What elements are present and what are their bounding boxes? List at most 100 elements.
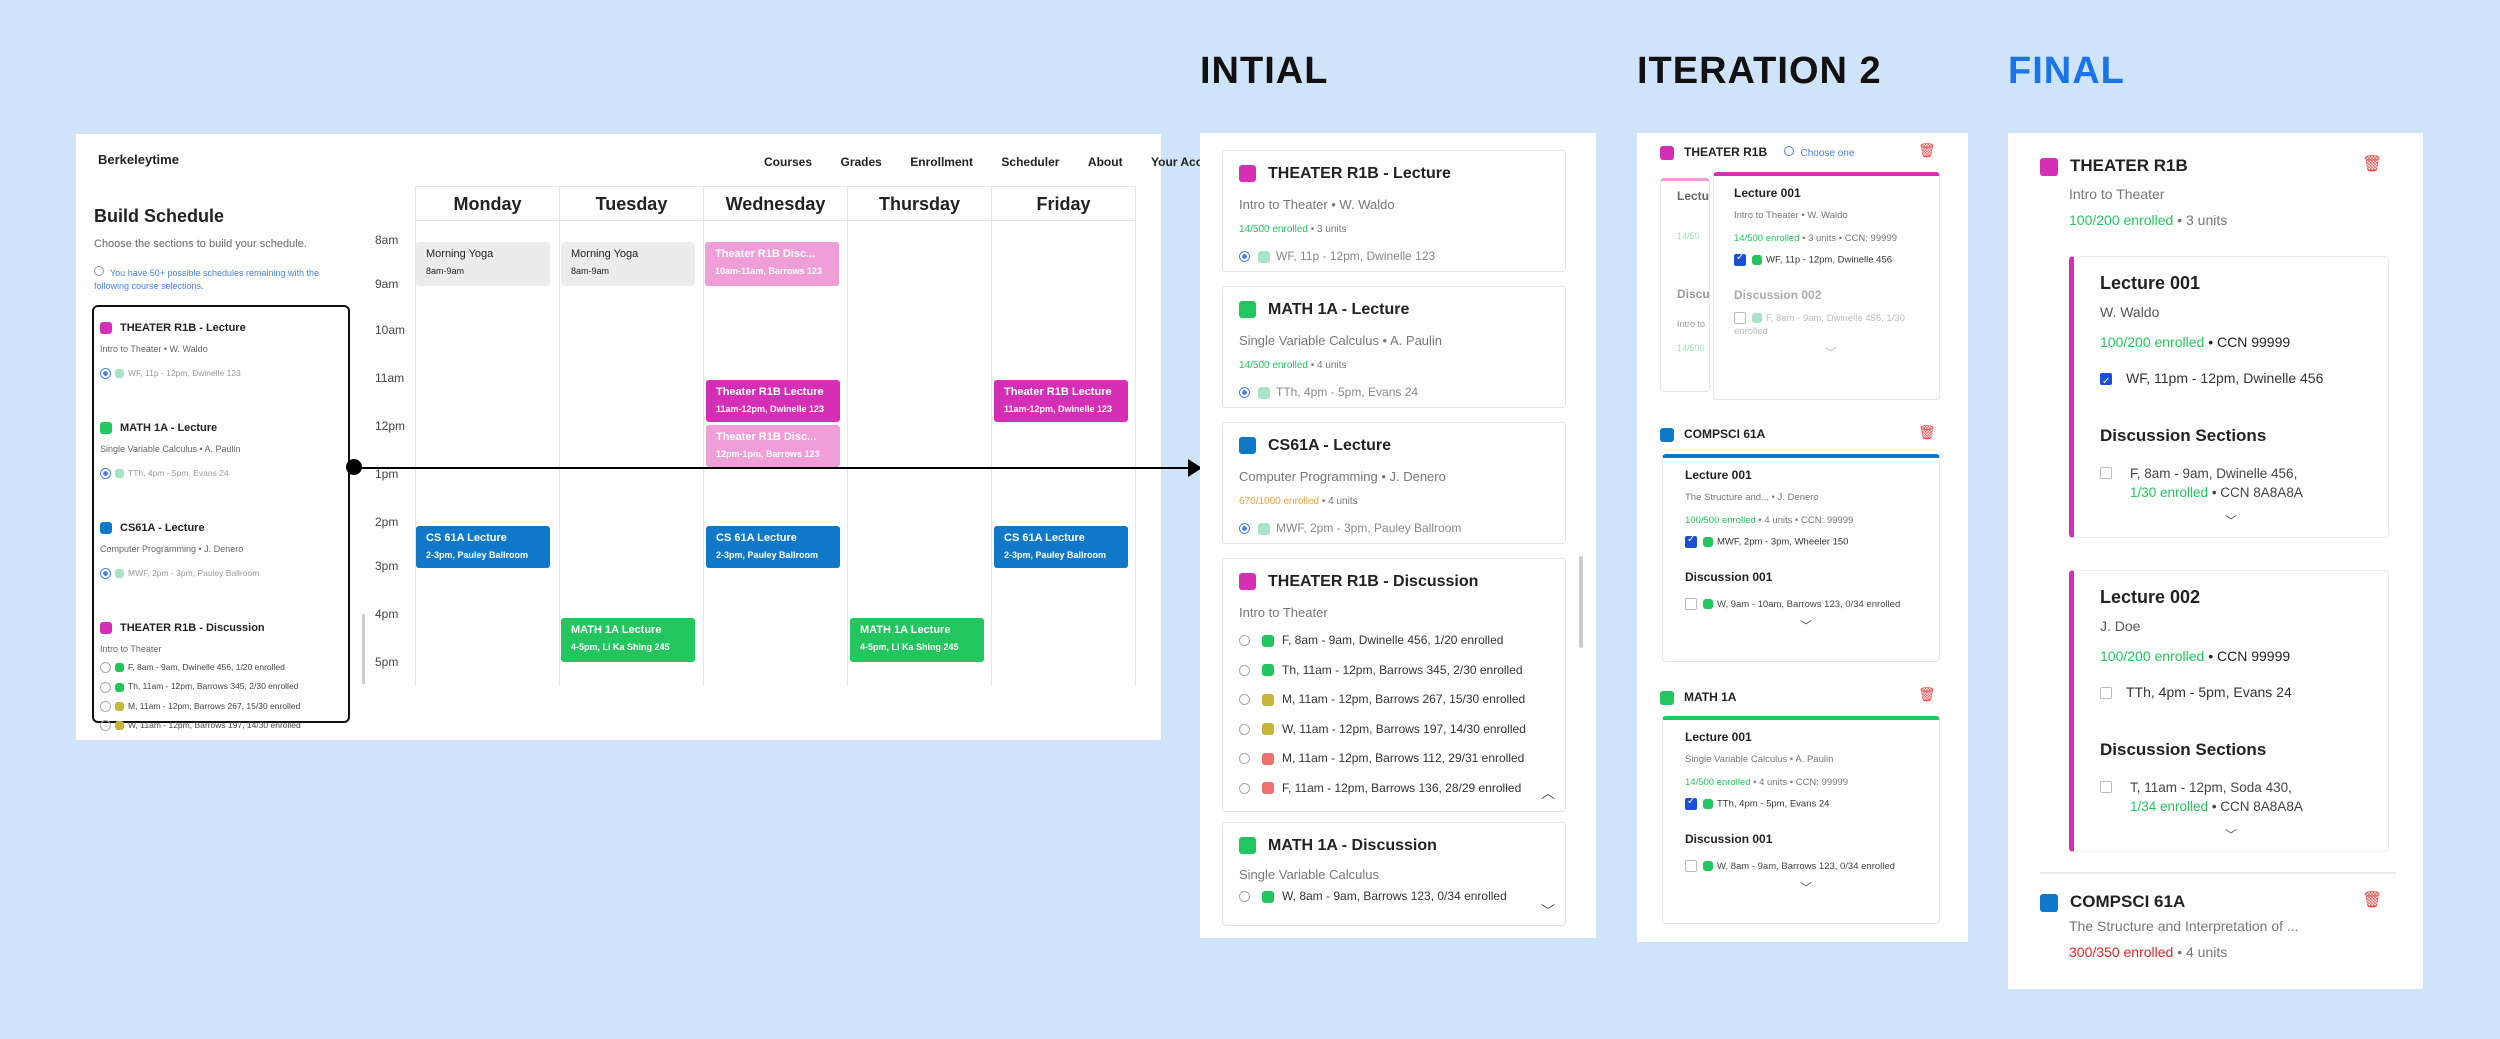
chevron-down-icon[interactable]: ﹀ [1799, 619, 1812, 633]
list-item-theater-discussion[interactable]: THEATER R1B - Discussion Intro to Theate… [100, 622, 350, 732]
time-label: 9am [375, 277, 399, 291]
checkbox[interactable] [1734, 312, 1746, 325]
disc-text: Th, 11am - 12pm, Barrows 345, 2/30 enrol… [1282, 662, 1523, 677]
nav-courses[interactable]: Courses [764, 155, 813, 169]
radio[interactable] [1239, 694, 1250, 706]
units: • 4 units [1307, 360, 1347, 371]
disc-option[interactable]: F, 11am - 12pm, Barrows 136, 28/29 enrol… [1239, 774, 1549, 804]
disc-option[interactable]: W, 8am - 9am, Barrows 123, 0/34 enrolled [1239, 882, 1549, 912]
disc-heading: Discussion 001 [1685, 832, 1773, 846]
disc-option[interactable]: M, 11am - 12pm, Barrows 112, 29/31 enrol… [1239, 744, 1549, 774]
disc-option[interactable]: M, 11am - 12pm, Barrows 267, 15/30 enrol… [1239, 685, 1549, 715]
radio-selected[interactable] [1239, 251, 1250, 263]
it-theater-popup-card[interactable]: Lecture 001 Intro to Theater • W. Waldo … [1713, 172, 1940, 400]
chevron-down-icon[interactable]: ﹀ [1799, 881, 1812, 895]
final-lecture-001-card[interactable]: Lecture 001 W. Waldo 100/200 enrolled • … [2069, 256, 2389, 538]
radio[interactable] [1239, 782, 1250, 794]
nav-grades[interactable]: Grades [840, 155, 882, 169]
brand-logo[interactable]: Berkeleytime [98, 152, 179, 167]
trash-icon[interactable]: 🗑 [2362, 156, 2383, 173]
hint-text: Choose one [1800, 148, 1855, 159]
list-item-math-lecture[interactable]: MATH 1A - Lecture Single Variable Calcul… [100, 422, 350, 480]
heading-final: FINAL [2008, 50, 2125, 92]
enrolled: 14/500 enrolled [1239, 224, 1308, 235]
radio[interactable] [1239, 753, 1250, 765]
event-theater-disc2[interactable]: Theater R1B Disc...12pm-1pm, Barrows 123 [706, 425, 840, 467]
initial-card-math-discussion[interactable]: MATH 1A - Discussion Single Variable Cal… [1222, 822, 1566, 926]
enrolled: 14/500 enrolled [1734, 233, 1800, 244]
ccn: • CCN 99999 [2204, 648, 2291, 664]
radio-selected[interactable] [100, 368, 111, 380]
chevron-up-icon[interactable]: ︿ [1541, 785, 1555, 801]
final-cs-desc: The Structure and Interpretation of ... [2069, 918, 2299, 934]
lecture-name: Lecture 001 [1734, 186, 1801, 200]
disc-text: F, 8am - 9am, Dwinelle 456, 1/20 enrolle… [1282, 633, 1504, 647]
units: • 3 units [1307, 224, 1347, 235]
chevron-down-icon[interactable]: ﹀ [2224, 514, 2237, 528]
radio-selected[interactable] [1239, 387, 1250, 399]
checkbox-checked[interactable] [2100, 373, 2112, 386]
color-swatch [1262, 693, 1274, 706]
chevron-down-icon[interactable]: ﹀ [1541, 903, 1555, 919]
nav-about[interactable]: About [1087, 155, 1123, 169]
radio[interactable] [1239, 664, 1250, 676]
it-cs-card[interactable]: Lecture 001 The Structure and... • J. De… [1662, 454, 1940, 662]
initial-scrollbar[interactable] [1579, 556, 1583, 648]
checkbox[interactable] [1685, 860, 1697, 873]
trash-icon[interactable]: 🗑 [1918, 142, 1936, 158]
color-swatch [1239, 573, 1256, 591]
trash-icon[interactable]: 🗑 [2362, 892, 2383, 909]
nav-enrollment[interactable]: Enrollment [910, 155, 973, 169]
checkbox[interactable] [2100, 467, 2112, 479]
checkbox-checked[interactable] [1734, 254, 1746, 266]
list-scrollbar[interactable] [362, 614, 365, 684]
day-tuesday: Tuesday [595, 194, 668, 214]
disc-option[interactable]: Th, 11am - 12pm, Barrows 345, 2/30 enrol… [1239, 656, 1549, 686]
radio-selected[interactable] [100, 468, 111, 480]
checkbox[interactable] [2100, 687, 2112, 700]
grid-line [703, 186, 704, 686]
disc-option[interactable]: F, 8am - 9am, Dwinelle 456, 1/20 enrolle… [1239, 626, 1549, 656]
checkbox-checked[interactable] [1685, 536, 1697, 548]
lecture-name: Lecture 001 [1685, 730, 1752, 744]
initial-card-math[interactable]: MATH 1A - Lecture Single Variable Calcul… [1222, 286, 1566, 408]
list-item-cs-lecture[interactable]: CS61A - Lecture Computer Programming • J… [100, 522, 350, 580]
radio[interactable] [1239, 635, 1250, 647]
radio[interactable] [100, 700, 111, 712]
final-lecture-002-card[interactable]: Lecture 002 J. Doe 100/200 enrolled • CC… [2069, 570, 2389, 852]
trash-icon[interactable]: 🗑 [1918, 686, 1936, 702]
initial-card-theater-discussion[interactable]: THEATER R1B - Discussion Intro to Theate… [1222, 558, 1566, 812]
checkbox-checked[interactable] [1685, 798, 1697, 810]
disc-option[interactable]: W, 11am - 12pm, Barrows 197, 14/30 enrol… [1239, 715, 1549, 745]
radio[interactable] [100, 662, 111, 674]
initial-card-cs[interactable]: CS61A - Lecture Computer Programming • J… [1222, 422, 1566, 544]
trash-icon[interactable]: 🗑 [1918, 424, 1936, 440]
chevron-down-icon[interactable]: ﹀ [1824, 346, 1837, 360]
radio[interactable] [100, 681, 111, 693]
list-item-theater-lecture[interactable]: THEATER R1B - Lecture Intro to Theater •… [100, 322, 350, 380]
enrolled: 14/500 enrolled [1239, 360, 1308, 371]
radio[interactable] [100, 720, 111, 732]
card-desc: Single Variable Calculus [1239, 867, 1379, 882]
checkbox[interactable] [2100, 781, 2112, 793]
radio[interactable] [1239, 723, 1250, 735]
event-theater-disc[interactable]: Theater R1B Disc...10am-11am, Barrows 12… [705, 242, 839, 286]
checkbox[interactable] [1685, 598, 1697, 611]
color-swatch [1703, 599, 1713, 610]
radio[interactable] [1239, 891, 1250, 903]
radio-selected[interactable] [1239, 523, 1250, 535]
radio-selected[interactable] [100, 568, 111, 580]
chevron-down-icon[interactable]: ﹀ [2224, 828, 2237, 842]
it-math-card[interactable]: Lecture 001 Single Variable Calculus • A… [1662, 716, 1940, 924]
nav-scheduler[interactable]: Scheduler [1001, 155, 1060, 169]
initial-card-theater[interactable]: THEATER R1B - Lecture Intro to Theater •… [1222, 150, 1566, 272]
